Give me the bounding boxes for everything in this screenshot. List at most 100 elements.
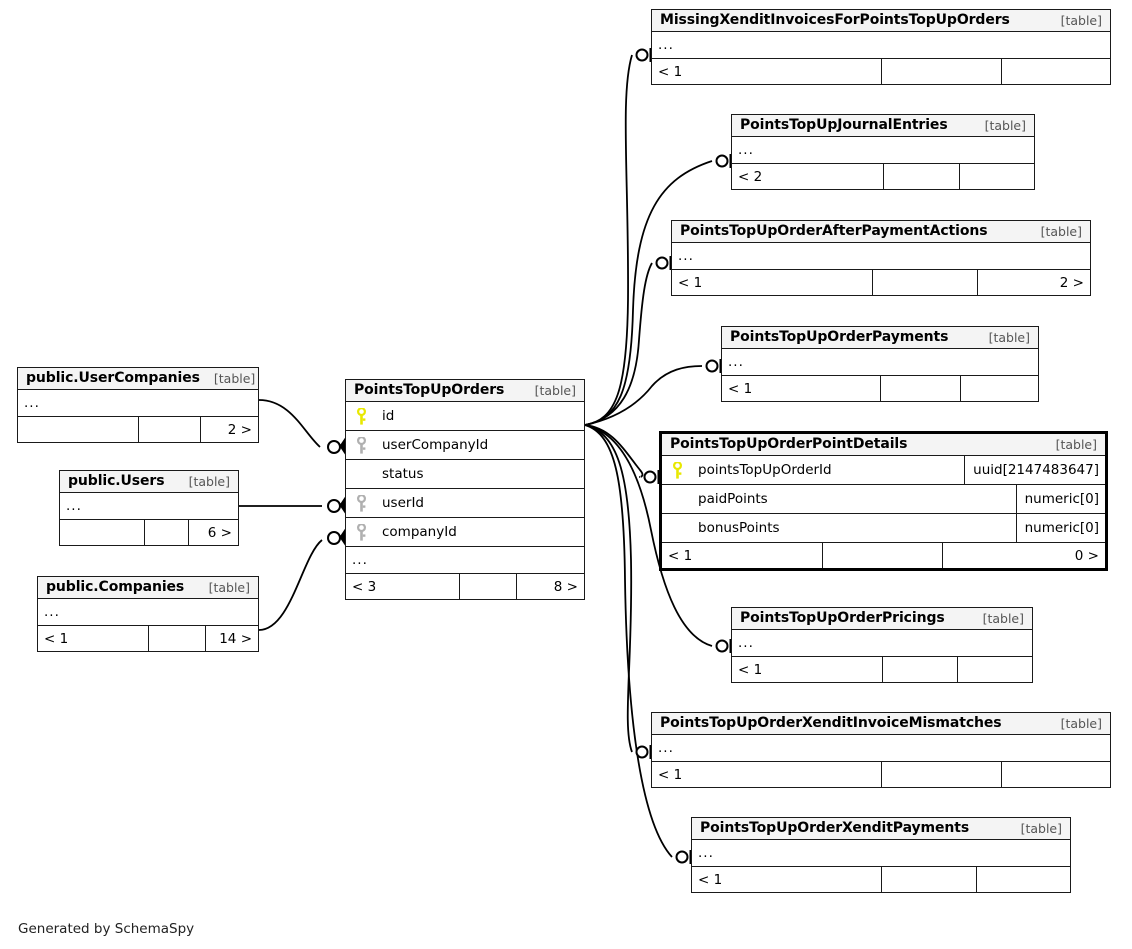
edge-from-user-companies	[258, 399, 321, 448]
endpoint-many-icon	[327, 528, 347, 548]
table-title: MissingXenditInvoicesForPointsTopUpOrder…	[660, 12, 1010, 28]
table-node-points-topup-order-pricings[interactable]: PointsTopUpOrderPricings[table]... < 1	[731, 607, 1033, 683]
table-type-tag: [table]	[188, 473, 230, 489]
table-type-tag: [table]	[1060, 12, 1102, 28]
table-header-public-companies[interactable]: public.Companies [table]	[38, 577, 258, 599]
hidden-columns-ellipsis: ...	[732, 630, 1032, 657]
foreign-key-icon	[356, 523, 366, 541]
primary-key-icon	[672, 461, 682, 479]
table-footer: < 1	[722, 376, 1038, 401]
table-header-public-user-companies[interactable]: public.UserCompanies[table]	[18, 368, 258, 390]
column-type: numeric[0]	[1015, 485, 1105, 513]
table-node-public-users[interactable]: public.Users [table]...6 >	[59, 470, 239, 546]
table-title: public.UserCompanies	[26, 370, 200, 386]
footer-incoming-count: < 1	[698, 871, 723, 888]
footer-outgoing-count	[1001, 762, 1110, 787]
table-footer: < 1	[732, 657, 1032, 682]
column-key-cell	[346, 407, 376, 425]
table-header-points-topup-orders[interactable]: PointsTopUpOrders[table]	[346, 380, 584, 402]
hidden-columns-ellipsis: ...	[60, 493, 238, 520]
table-footer: < 1 2 >	[672, 270, 1090, 295]
hidden-columns-ellipsis: ...	[722, 349, 1038, 376]
footer-middle	[883, 164, 959, 189]
hidden-columns-ellipsis: ...	[346, 547, 584, 574]
hidden-columns-ellipsis: ...	[652, 32, 1110, 59]
column-key-cell	[346, 523, 376, 541]
table-title: public.Users	[68, 473, 165, 489]
table-footer: < 1	[652, 59, 1110, 84]
table-node-points-topup-order-after-payment-actions[interactable]: PointsTopUpOrderAfterPaymentActions[tabl…	[671, 220, 1091, 296]
footer-incoming-count: < 1	[738, 661, 763, 678]
table-header-points-topup-order-pricings[interactable]: PointsTopUpOrderPricings[table]	[732, 608, 1032, 630]
footer-outgoing-count: 2 >	[977, 270, 1090, 295]
column-row[interactable]: status	[346, 460, 584, 489]
column-type: uuid[2147483647]	[964, 456, 1105, 484]
column-name: userId	[382, 495, 424, 511]
table-footer: < 2	[732, 164, 1034, 189]
table-node-points-topup-order-xendit-payments[interactable]: PointsTopUpOrderXenditPayments[table]...…	[691, 817, 1071, 893]
column-row[interactable]: companyId	[346, 518, 584, 547]
foreign-key-icon	[356, 436, 366, 454]
table-footer: 2 >	[18, 417, 258, 442]
table-header-points-topup-order-point-details[interactable]: PointsTopUpOrderPointDetails[table]	[662, 434, 1105, 456]
column-key-cell	[346, 494, 376, 512]
footer-middle	[881, 867, 976, 892]
table-header-missing-xendit-invoices-for-points-topup-orders[interactable]: MissingXenditInvoicesForPointsTopUpOrder…	[652, 10, 1110, 32]
column-key-cell	[662, 461, 692, 479]
footer-outgoing-count	[957, 657, 1032, 682]
column-row[interactable]: userId	[346, 489, 584, 518]
table-header-points-topup-order-after-payment-actions[interactable]: PointsTopUpOrderAfterPaymentActions[tabl…	[672, 221, 1090, 243]
column-name: companyId	[382, 524, 457, 540]
table-footer: 6 >	[60, 520, 238, 545]
column-row[interactable]: userCompanyId	[346, 431, 584, 460]
table-node-points-topup-order-payments[interactable]: PointsTopUpOrderPayments[table]...< 1	[721, 326, 1039, 402]
table-node-points-topup-order-xendit-invoice-mismatches[interactable]: PointsTopUpOrderXenditInvoiceMismatches[…	[651, 712, 1111, 788]
footer-incoming-count: < 2	[738, 168, 763, 185]
column-name: paidPoints	[698, 491, 768, 507]
foreign-key-icon	[356, 494, 366, 512]
column-key-cell	[346, 436, 376, 454]
endpoint-many-icon	[327, 437, 347, 457]
hidden-columns-ellipsis: ...	[38, 599, 258, 626]
footer-outgoing-count	[976, 867, 1070, 892]
table-node-points-topup-order-point-details[interactable]: PointsTopUpOrderPointDetails[table]point…	[659, 431, 1108, 571]
generated-by-credit: Generated by SchemaSpy	[18, 921, 195, 937]
footer-outgoing-count: 0 >	[942, 543, 1105, 568]
table-node-public-user-companies[interactable]: public.UserCompanies[table]...2 >	[17, 367, 259, 443]
column-name: pointsTopUpOrderId	[698, 462, 832, 478]
hidden-columns-ellipsis: ...	[18, 390, 258, 417]
footer-outgoing-count	[959, 164, 1034, 189]
table-header-public-users[interactable]: public.Users [table]	[60, 471, 238, 493]
column-row[interactable]: paidPoints numeric[0]	[662, 485, 1105, 514]
column-row[interactable]: id	[346, 402, 584, 431]
footer-middle	[881, 762, 1001, 787]
footer-incoming-count: < 1	[668, 547, 693, 564]
primary-key-icon	[356, 407, 366, 425]
edge-to-order-point-details	[584, 424, 644, 478]
footer-incoming-count: < 1	[44, 630, 69, 647]
edge-to-after-payment-actions	[584, 262, 653, 426]
table-type-tag: [table]	[208, 579, 250, 595]
footer-middle	[882, 657, 957, 682]
footer-outgoing-count	[960, 376, 1038, 401]
footer-middle	[459, 574, 516, 599]
table-type-tag: [table]	[534, 382, 576, 398]
footer-incoming-count: < 1	[678, 274, 703, 291]
table-title: public.Companies	[46, 579, 185, 595]
table-header-points-topup-order-payments[interactable]: PointsTopUpOrderPayments[table]	[722, 327, 1038, 349]
edge-to-order-payments	[584, 365, 703, 426]
table-node-missing-xendit-invoices-for-points-topup-orders[interactable]: MissingXenditInvoicesForPointsTopUpOrder…	[651, 9, 1111, 85]
footer-middle	[880, 376, 960, 401]
table-node-points-topup-journal-entries[interactable]: PointsTopUpJournalEntries[table]...< 2	[731, 114, 1035, 190]
table-header-points-topup-journal-entries[interactable]: PointsTopUpJournalEntries[table]	[732, 115, 1034, 137]
column-name: bonusPoints	[698, 520, 780, 536]
table-header-points-topup-order-xendit-payments[interactable]: PointsTopUpOrderXenditPayments[table]	[692, 818, 1070, 840]
column-row[interactable]: pointsTopUpOrderId uuid[2147483647]	[662, 456, 1105, 485]
footer-middle	[822, 543, 942, 568]
footer-incoming-count: < 1	[658, 63, 683, 80]
table-header-points-topup-order-xendit-invoice-mismatches[interactable]: PointsTopUpOrderXenditInvoiceMismatches[…	[652, 713, 1110, 735]
